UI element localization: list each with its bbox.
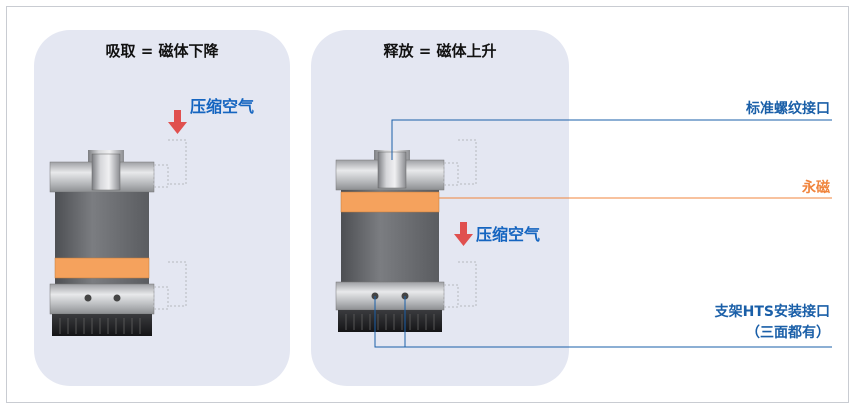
thread-interface-label: 标准螺纹接口 [746,101,830,117]
air-arrow-down-icon-2 [454,222,473,246]
compressed-air-label-right: 压缩空气 [476,225,541,244]
air-arrow-down-icon [168,110,187,134]
release-title: 释放 = 磁体上升 [383,42,497,60]
callout-lines [374,119,832,348]
permanent-magnet-right [340,191,440,213]
permanent-magnet-label: 永磁 [802,180,830,196]
permanent-magnet-left [54,257,150,279]
right-gripper [335,139,477,332]
suction-title: 吸取 = 磁体下降 [105,42,219,60]
compressed-air-label-left: 压缩空气 [190,97,255,116]
left-gripper [49,139,187,336]
hts-interface-label: 支架HTS安装接口 [714,304,830,320]
hts-interface-note: （三面都有） [746,325,830,341]
